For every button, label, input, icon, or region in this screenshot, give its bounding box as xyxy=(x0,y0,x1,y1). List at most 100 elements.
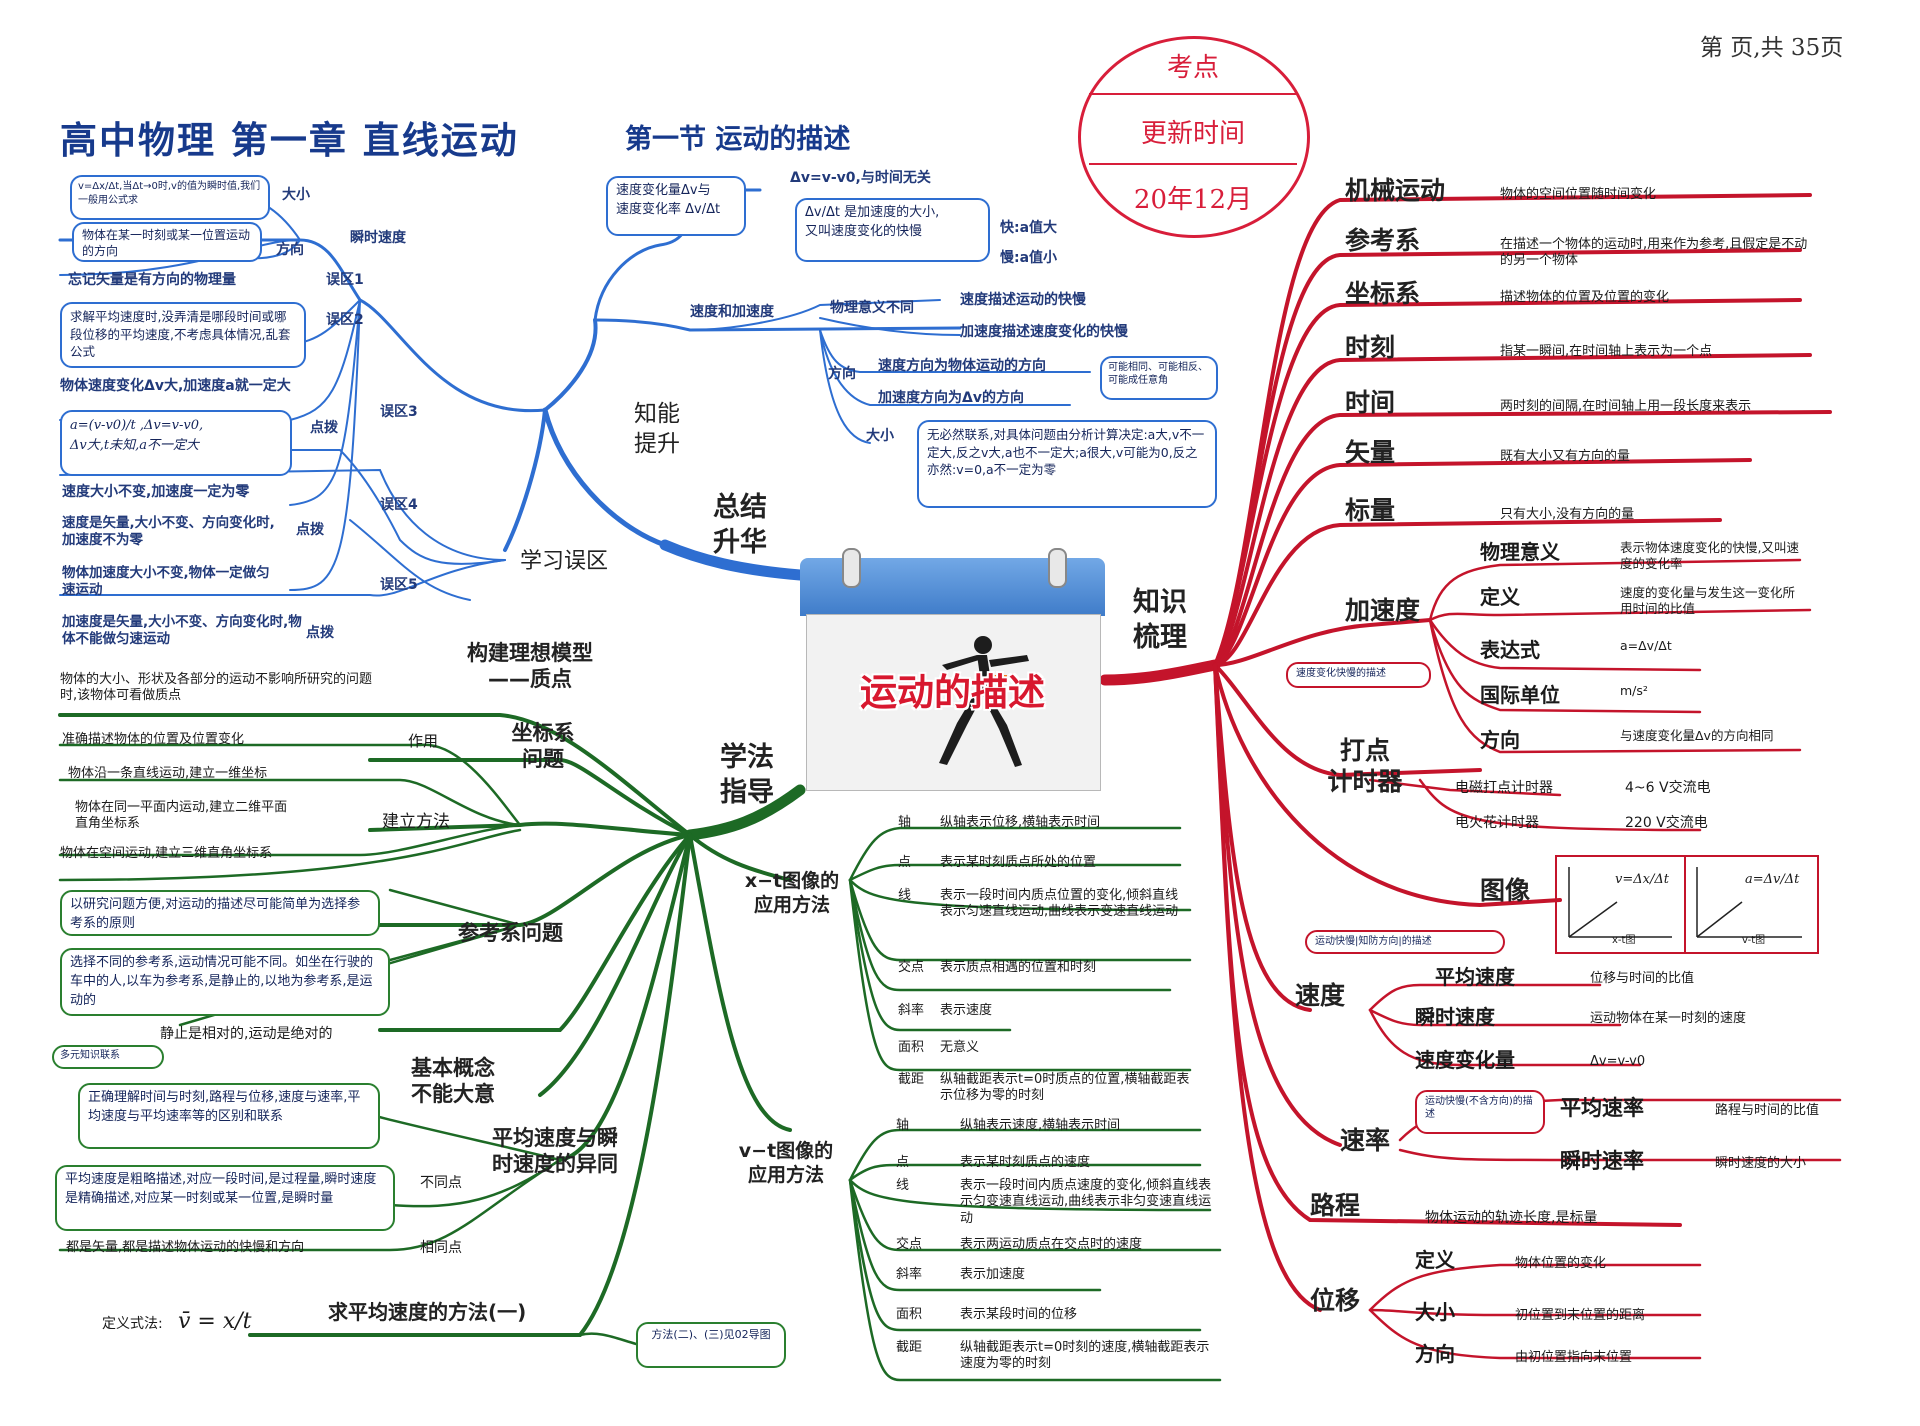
graph2-caption: v-t图 xyxy=(1742,935,1766,946)
stamp-line-3: 20年12月 xyxy=(1133,185,1253,215)
update-stamp: 考点 更新时间 20年12月 xyxy=(1078,36,1310,238)
jianli-label: 建立方法 xyxy=(382,812,450,832)
xt-node: x−t图像的 应用方法 xyxy=(744,870,840,916)
size-box: 无必然联系,对具体问题由分析计算决定:a大,v不一定大,反之v大,a也不一定大;… xyxy=(917,420,1217,508)
cankao-box1: 以研究问题方便,对运动的描述尽可能简单为选择参考系的原则 xyxy=(60,890,380,936)
w4-a: 速度大小不变,加速度一定为零 xyxy=(62,484,250,500)
w3-text: 物体速度变化Δv大,加速度a就一定大 xyxy=(60,378,291,394)
cankao-node: 参考系问题 xyxy=(458,921,563,945)
dadian-node: 打点 计时器 xyxy=(1327,736,1403,797)
vt-item-value: 表示某时刻质点的速度 xyxy=(960,1155,1091,1170)
w5-b: 加速度是矢量,大小不变、方向变化时,物体不能做匀速运动 xyxy=(62,614,302,647)
red-item-label: 标量 xyxy=(1345,496,1396,525)
meaning-label: 物理意义不同 xyxy=(830,300,914,316)
weiyi-child-desc: 物体位置的变化 xyxy=(1515,1256,1607,1271)
stamp-divider xyxy=(1089,163,1297,165)
vt-item-key: 截距 xyxy=(896,1340,923,1355)
red-item-desc: 描述物体的位置及位置的变化 xyxy=(1500,290,1670,305)
fast-label: 快:a值大 xyxy=(1000,220,1058,236)
slow-label: 慢:a值小 xyxy=(1000,250,1058,266)
lixiang-node: 构建理想模型 ——质点 xyxy=(467,641,593,692)
direction-a: 速度方向为物体运动的方向 xyxy=(878,358,1046,374)
stamp-line-2: 更新时间 xyxy=(1140,119,1245,149)
jiasudu-child-desc: 速度的变化量与发生这一变化所用时间的比值 xyxy=(1620,585,1796,616)
red-item-desc: 只有大小,没有方向的量 xyxy=(1500,507,1635,522)
jiasudu-child-label: 物理意义 xyxy=(1480,540,1560,564)
graph2-formula: a=Δv/Δt xyxy=(1745,872,1800,887)
xt-item-value: 表示一段时间内质点位置的变化,倾斜直线表示匀速直线运动,曲线表示变速直线运动 xyxy=(940,888,1179,920)
sudu-child-label: 速度变化量 xyxy=(1415,1048,1515,1072)
branch-zhishi: 知识 梳理 xyxy=(1133,587,1187,654)
weiyi-child-label: 方向 xyxy=(1415,1342,1455,1366)
xt-item-key: 点 xyxy=(898,855,912,870)
cankao-text: 静止是相对的,运动是绝对的 xyxy=(160,1026,333,1042)
pingjun-box: 平均速度是粗略描述,对应一段时间,是过程量,瞬时速度是精确描述,对应某一时刻或某… xyxy=(55,1165,395,1231)
calendar-ring xyxy=(842,548,861,588)
zhineng-node: 知能 提升 xyxy=(634,401,680,457)
jiasudu-note: 速度变化快慢的描述 xyxy=(1286,662,1431,688)
jiasudu-child-desc: 表示物体速度变化的快慢,又叫速度的变化率 xyxy=(1620,540,1799,571)
sudu-child-desc: Δv=v-v0 xyxy=(1590,1054,1646,1069)
sudu-node: 速度 xyxy=(1295,981,1346,1010)
change-box: 速度变化量Δv与 速度变化率 Δv/Δt xyxy=(606,176,746,236)
stamp-divider xyxy=(1089,93,1297,95)
moment-box: 物体在某一时刻或某一位置运动的方向 xyxy=(72,222,262,262)
w1-text: 忘记矢量是有方向的物理量 xyxy=(68,272,236,288)
graph-icons xyxy=(1568,857,1802,952)
w2-label: 误区2 xyxy=(326,312,364,328)
red-item-desc: 物体的空间位置随时间变化 xyxy=(1500,187,1657,202)
xiangtong-desc: 都是矢量,都是描述物体运动的快慢和方向 xyxy=(66,1240,305,1255)
vt-item-value: 表示加速度 xyxy=(960,1267,1026,1282)
xt-item-key: 斜率 xyxy=(898,1003,925,1018)
sulv-child-label: 平均速率 xyxy=(1560,1096,1644,1120)
graph-frame: v=Δx/Δt x-t图 a=Δv/Δt v-t图 xyxy=(1555,855,1819,954)
page-title: 高中物理 第一章 直线运动 xyxy=(60,119,519,162)
red-item-desc: 既有大小又有方向的量 xyxy=(1500,449,1631,464)
vt-item-key: 点 xyxy=(896,1155,910,1170)
jiasudu-child-label: 国际单位 xyxy=(1480,683,1560,707)
jiasudu-child-label: 表达式 xyxy=(1480,638,1540,662)
xt-item-key: 轴 xyxy=(898,815,912,830)
zuobiao-node: 坐标系 问题 xyxy=(511,721,575,772)
cankao-box2: 选择不同的参考系,运动情况可能不同。如坐在行驶的车中的人,以车为参考系,是静止的… xyxy=(60,948,390,1016)
red-item-label: 时刻 xyxy=(1345,333,1396,362)
red-item-desc: 两时刻的间隔,在时间轴上用一段长度来表示 xyxy=(1500,399,1752,414)
xuexi-node: 学习误区 xyxy=(520,549,609,574)
weiyi-child-desc: 由初位置指向末位置 xyxy=(1515,1350,1633,1365)
branch-zongjie: 总结 升华 xyxy=(713,492,767,559)
calendar-page xyxy=(806,614,1101,791)
weiyi-child-desc: 初位置到末位置的距离 xyxy=(1515,1308,1646,1323)
w3-dianbo: 点拨 xyxy=(310,420,338,436)
dadian-child-desc: 220 V交流电 xyxy=(1625,815,1708,831)
qiu-node: 求平均速度的方法(一) xyxy=(328,1300,527,1324)
direction-label: 方向 xyxy=(828,366,856,382)
weiyi-child-label: 大小 xyxy=(1415,1300,1455,1324)
xt-item-value: 表示速度 xyxy=(940,1003,993,1018)
center-title: 运动的描述 xyxy=(860,671,1045,714)
red-item-desc: 在描述一个物体的运动时,用来作为参考,且假定是不动的另一个物体 xyxy=(1500,237,1808,269)
section-title: 第一节 运动的描述 xyxy=(625,124,851,155)
jianli-m3: 物体在空间运动,建立三维直角坐标系 xyxy=(60,846,273,861)
sulv-child-label: 瞬时速率 xyxy=(1560,1149,1644,1173)
vt-item-key: 交点 xyxy=(896,1237,923,1252)
fangxiang-label: 方向 xyxy=(276,242,304,258)
dadian-child-label: 电磁打点计时器 xyxy=(1455,780,1553,796)
graph1-caption: x-t图 xyxy=(1612,935,1636,946)
vt-item-key: 面积 xyxy=(896,1307,923,1322)
vt-item-key: 斜率 xyxy=(896,1267,923,1282)
w3-box: a=(v-v0)/t ,Δv=v-v0, Δv大,t未知,a不一定大 xyxy=(60,410,292,476)
lucheng-node: 路程 xyxy=(1310,1191,1361,1220)
page-number: 第 页,共 35页 xyxy=(1700,35,1844,61)
w1-label: 误区1 xyxy=(326,272,364,288)
jianli-m1: 物体沿一条直线运动,建立一维坐标 xyxy=(68,766,268,781)
xt-item-value: 纵轴截距表示t=0时质点的位置,横轴截距表示位移为零的时刻 xyxy=(940,1072,1190,1104)
change-line: Δv=v-v0,与时间无关 xyxy=(790,170,931,186)
dadian-child-label: 电火花计时器 xyxy=(1455,815,1539,831)
daxiao-label: 大小 xyxy=(282,187,310,203)
vt-item-value: 表示某段时间的位移 xyxy=(960,1307,1078,1322)
jiben-note: 多元知识联系 xyxy=(52,1045,164,1069)
jiasudu-child-desc: 与速度变化量Δv的方向相同 xyxy=(1620,728,1774,743)
jiasudu-child-label: 定义 xyxy=(1480,585,1520,609)
vt-item-key: 轴 xyxy=(896,1118,910,1133)
